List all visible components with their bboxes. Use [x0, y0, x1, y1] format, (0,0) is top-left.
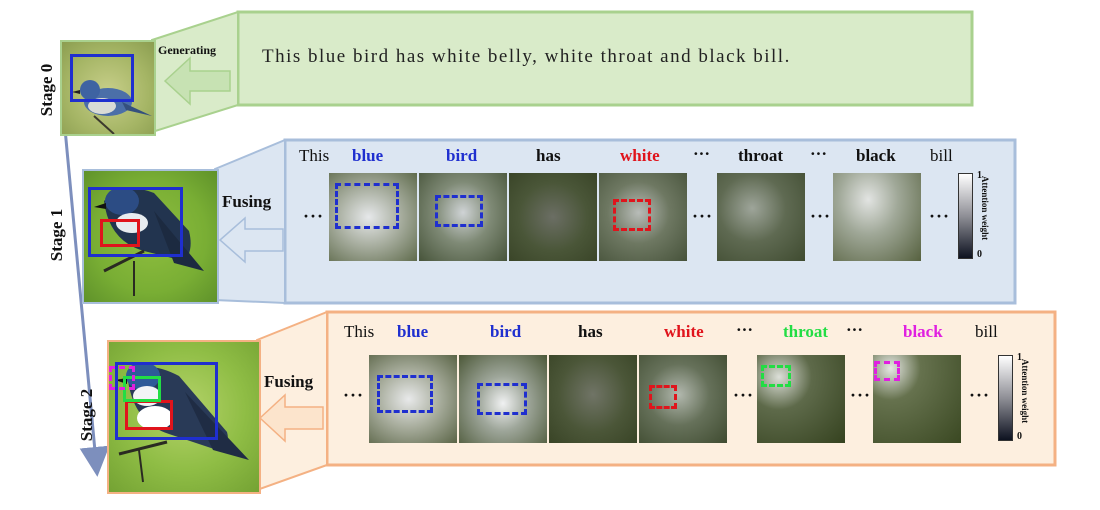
- stage0-caption-text: This blue bird has white belly, white th…: [262, 46, 791, 67]
- stage2-blue-box: [115, 362, 218, 440]
- stage1-word-ellipsis-2: ···: [810, 144, 828, 163]
- stage1-ellipsis-mid-1: ···: [692, 206, 714, 226]
- stage2-colorbar-min: 0: [1017, 431, 1022, 442]
- stage1-attention-map-blue: [329, 173, 417, 261]
- stage2-dashed-box-white: [649, 385, 677, 409]
- stage1-word-ellipsis-1: ···: [693, 144, 711, 163]
- stage1-attention-map-black: [833, 173, 921, 261]
- stage2-attention-map-white: [639, 355, 727, 443]
- stage2-word-this: This: [344, 322, 375, 341]
- stage2-fusing-arrow: [258, 393, 324, 443]
- stage2-attention-map-has: [549, 355, 637, 443]
- stage2-ellipsis-right: ···: [969, 385, 991, 405]
- stage1-word-bird: bird: [446, 146, 478, 165]
- stage1-attention-map-throat: [717, 173, 805, 261]
- stage1-colorbar-max: 1: [977, 170, 982, 181]
- stage0-blue-box: [70, 54, 134, 102]
- stage0-caption-panel: [236, 10, 974, 107]
- stage1-ellipsis-right: ···: [929, 206, 951, 226]
- stage0-generating-arrow: [163, 56, 231, 106]
- stage2-word-ellipsis-1: ···: [736, 320, 754, 339]
- stage2-magenta-box: [109, 366, 135, 390]
- stage1-fusing-arrow: [218, 216, 284, 264]
- stage1-ellipsis-left: ···: [303, 206, 325, 226]
- stage2-colorbar-max: 1: [1017, 352, 1022, 363]
- stage1-colorbar: [958, 173, 973, 259]
- stage1-fusing-label: Fusing: [222, 192, 272, 211]
- stage1-word-black: black: [856, 146, 896, 165]
- stage1-word-this: This: [299, 146, 330, 165]
- stage2-word-blue: blue: [397, 322, 429, 341]
- stage0-label: Stage 0: [37, 63, 56, 117]
- stage2-attention-map-throat: [757, 355, 845, 443]
- stage2-word-ellipsis-2: ···: [846, 320, 864, 339]
- stage2-ellipsis-left: ···: [343, 385, 365, 405]
- stage2-fusing-label: Fusing: [264, 372, 314, 391]
- stage1-word-throat: throat: [738, 146, 784, 165]
- stage1-word-has: has: [536, 146, 561, 165]
- stage2-attention-map-bird: [459, 355, 547, 443]
- stage1-dashed-box-white: [613, 199, 651, 231]
- stage1-attention-map-bird: [419, 173, 507, 261]
- stage1-attention-map-has: [509, 173, 597, 261]
- stage1-word-bill: bill: [930, 146, 953, 165]
- stage1-attention-map-white: [599, 173, 687, 261]
- stage1-colorbar-min: 0: [977, 249, 982, 260]
- stage1-word-blue: blue: [352, 146, 384, 165]
- stage2-dashed-box-black: [874, 361, 900, 381]
- stage2-ellipsis-mid-2: ···: [850, 385, 872, 405]
- stage1-word-white: white: [620, 146, 660, 165]
- stage1-blue-box: [88, 187, 183, 257]
- stage2-dashed-box-blue: [377, 375, 433, 413]
- stage1-colorbar-label: Attention weight: [980, 175, 990, 241]
- stage2-dashed-box-bird: [477, 383, 527, 415]
- stage2-word-bill: bill: [975, 322, 998, 341]
- stage0-bird-image: [60, 40, 156, 136]
- stage1-dashed-box-bird: [435, 195, 483, 227]
- stage2-word-throat: throat: [783, 322, 829, 341]
- stage2-label: Stage 2: [77, 388, 96, 442]
- stage2-attention-map-blue: [369, 355, 457, 443]
- stage1-bird-image: [82, 169, 219, 304]
- stage1-label: Stage 1: [47, 208, 66, 262]
- stage2-red-box: [125, 400, 173, 430]
- stage0-generating-label: Generating: [158, 43, 216, 57]
- stage2-colorbar-label: Attention weight: [1020, 358, 1030, 424]
- stage1-connector: [214, 138, 286, 305]
- stage2-word-has: has: [578, 322, 603, 341]
- stage2-connector: [256, 310, 328, 492]
- stage-progression-arrow: [62, 117, 110, 477]
- stage2-word-bird: bird: [490, 322, 522, 341]
- stage2-word-white: white: [664, 322, 704, 341]
- stage2-attention-map-black: [873, 355, 961, 443]
- stage2-word-black: black: [903, 322, 943, 341]
- stage1-dashed-box-blue: [335, 183, 399, 229]
- stage1-red-box: [100, 219, 140, 247]
- stage2-bird-image: [107, 340, 261, 494]
- stage2-ellipsis-mid-1: ···: [733, 385, 755, 405]
- stage1-ellipsis-mid-2: ···: [810, 206, 832, 226]
- stage2-colorbar: [998, 355, 1013, 441]
- stage2-dashed-box-throat: [761, 365, 791, 387]
